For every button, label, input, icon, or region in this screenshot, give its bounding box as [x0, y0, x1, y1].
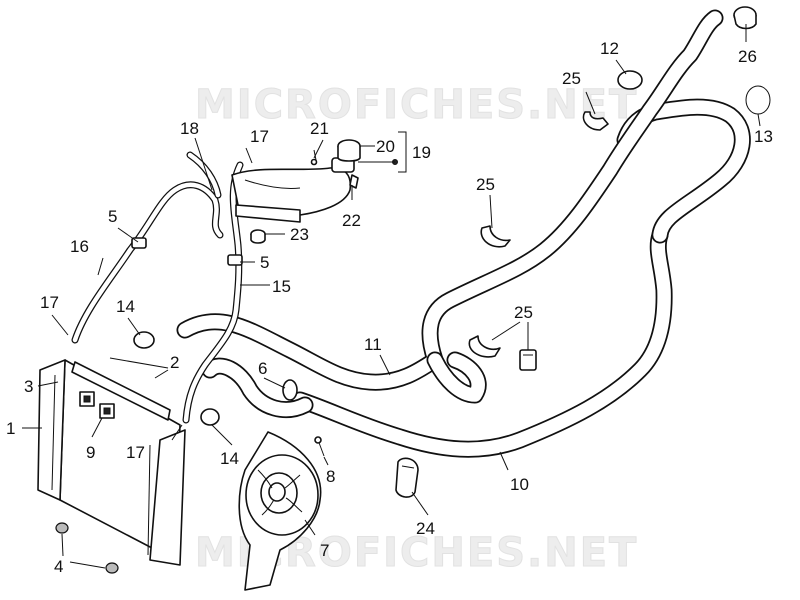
callout-5-b: 5 [260, 253, 269, 272]
callout-7: 7 [320, 541, 329, 560]
callout-13: 13 [754, 127, 773, 146]
callout-12: 12 [600, 39, 619, 58]
leader-lines [22, 24, 761, 569]
hose-16 [71, 181, 224, 344]
clamp-6 [282, 379, 298, 401]
tank-cap [337, 139, 361, 162]
clamp-25-a [582, 111, 609, 131]
clamp-25-c [468, 335, 537, 371]
hose-11-loop [426, 351, 487, 404]
clamps-5 [131, 237, 243, 266]
callout-1: 1 [6, 419, 15, 438]
hose-15 [182, 161, 244, 424]
clamp-14-a [133, 331, 155, 349]
rubber-feet-4 [55, 522, 119, 574]
grommet-23 [250, 229, 266, 244]
hose-18 [186, 151, 222, 199]
callout-17-c: 17 [250, 127, 269, 146]
callout-20: 20 [376, 137, 395, 156]
callout-16: 16 [70, 237, 89, 256]
clamp-12 [617, 70, 643, 90]
clamp-13 [745, 85, 771, 115]
watermark-top: MICROFICHES.NET [195, 82, 638, 128]
callout-25-a: 25 [562, 69, 581, 88]
callout-17-b: 17 [126, 443, 145, 462]
clamp-26 [733, 6, 757, 30]
callout-14-a: 14 [116, 297, 135, 316]
mount-9 [79, 391, 115, 419]
callout-8: 8 [326, 467, 335, 486]
callout-23: 23 [290, 225, 309, 244]
callout-5-a: 5 [108, 207, 117, 226]
fitting-24 [395, 457, 419, 498]
clamp-25-b [480, 225, 511, 248]
callout-4: 4 [54, 557, 63, 576]
callout-24: 24 [416, 519, 435, 538]
callout-25-c: 25 [514, 303, 533, 322]
callout-22: 22 [342, 211, 361, 230]
cooling-fan [238, 431, 322, 591]
clamp-14-b [200, 408, 220, 426]
callout-21: 21 [310, 119, 329, 138]
hose-11 [176, 9, 724, 391]
callout-10: 10 [510, 475, 529, 494]
callout-6: 6 [258, 359, 267, 378]
radiator [37, 359, 186, 566]
callout-14-b: 14 [220, 449, 239, 468]
callout-19: 19 [412, 143, 431, 162]
callout-18: 18 [180, 119, 199, 138]
callouts: 1 2 3 4 5 5 6 7 8 9 10 11 12 13 14 14 15… [6, 39, 773, 576]
callout-15: 15 [272, 277, 291, 296]
clip-22 [349, 174, 359, 189]
callout-17-a: 17 [40, 293, 59, 312]
callout-9: 9 [86, 443, 95, 462]
callout-25-b: 25 [476, 175, 495, 194]
hose-10 [291, 226, 673, 458]
callout-2: 2 [170, 353, 179, 372]
callout-11: 11 [364, 335, 382, 354]
callout-3: 3 [24, 377, 33, 396]
hose-6 [201, 357, 314, 419]
screw-8 [314, 436, 325, 457]
expansion-tank [231, 157, 355, 223]
callout-26: 26 [738, 47, 757, 66]
